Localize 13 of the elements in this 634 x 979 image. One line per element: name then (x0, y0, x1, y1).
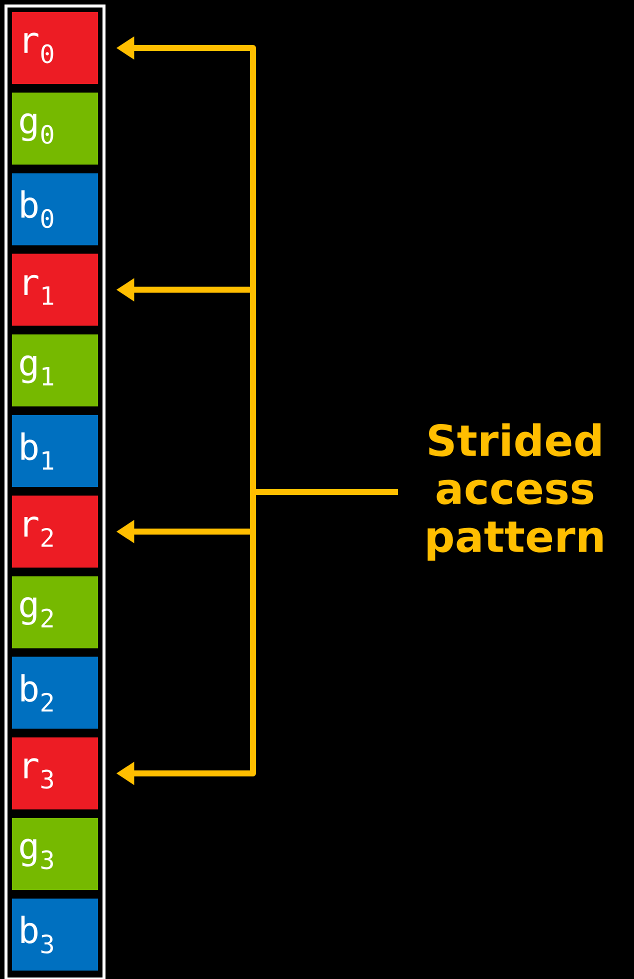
letter-cell: g$_{0}$ (12, 92, 98, 165)
letter-cell: g$_{1}$ (12, 334, 98, 406)
letter-cell: b$_{3}$ (12, 898, 98, 971)
letter-cell: b$_{0}$ (12, 173, 98, 246)
letter-cell: r$_{1}$ (12, 254, 98, 326)
letter-cell: r$_{2}$ (12, 496, 98, 568)
letter-cell: b$_{2}$ (12, 656, 98, 729)
letter-cell: r$_{0}$ (12, 12, 98, 84)
letter-cell: b$_{1}$ (12, 415, 98, 487)
letter-cell: g$_{3}$ (12, 818, 98, 890)
letter-cell: r$_{3}$ (12, 737, 98, 810)
callout-text: Strided access pattern (428, 423, 603, 561)
letter-cell: g$_{2}$ (12, 576, 98, 648)
